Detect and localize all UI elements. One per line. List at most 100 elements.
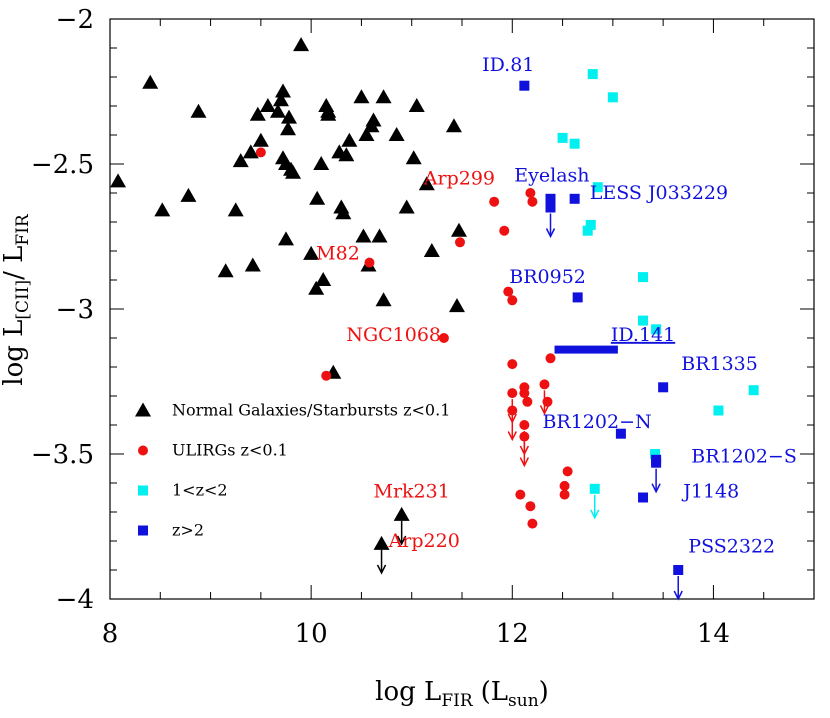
data-point <box>252 132 269 147</box>
data-point <box>398 199 415 214</box>
data-point <box>405 150 422 165</box>
annotation-label: NGC1068 <box>346 324 441 346</box>
data-point <box>569 193 580 204</box>
upper-limit-arrowhead <box>507 431 517 442</box>
legend-label: Normal Galaxies/Starbursts z<0.1 <box>172 401 450 420</box>
data-point <box>309 190 326 205</box>
data-point <box>582 225 593 236</box>
annotation-label: PSS2322 <box>688 536 775 558</box>
data-point <box>519 80 530 91</box>
upper-limit-arrowhead <box>539 405 550 416</box>
data-point <box>423 243 440 257</box>
y-axis-label: log L[CII]/ LFIR <box>0 213 33 386</box>
annotation-label: BR1202−S <box>691 446 797 468</box>
data-point <box>375 89 392 104</box>
data-point <box>303 245 320 260</box>
y-tick-label: −3.5 <box>31 440 94 470</box>
legend-marker <box>138 485 148 496</box>
annotation-label: BR1202−N <box>542 411 651 433</box>
data-point <box>355 228 372 243</box>
upper-limit-arrowhead <box>545 228 556 239</box>
data-point <box>365 112 382 127</box>
data-point <box>748 385 759 396</box>
upper-limit-point <box>673 565 684 575</box>
x-axis-label: log LFIR(Lsun) <box>375 677 549 711</box>
data-point <box>572 292 583 303</box>
data-point <box>358 127 375 141</box>
upper-limit-point <box>545 202 556 213</box>
data-point <box>321 370 332 381</box>
upper-limit-point <box>507 388 518 399</box>
annotation-label: Arp220 <box>388 530 460 552</box>
data-point <box>448 298 465 313</box>
data-point <box>638 492 649 503</box>
data-point <box>320 103 337 118</box>
data-point <box>274 83 291 98</box>
data-point <box>388 127 405 141</box>
data-point <box>527 196 538 207</box>
upper-limit-arrowhead <box>376 564 387 575</box>
upper-limit-point <box>507 405 518 416</box>
y-axis-label-sub2: FIR <box>13 213 33 246</box>
data-point <box>545 353 556 364</box>
data-point <box>638 315 649 326</box>
data-point <box>522 396 533 407</box>
data-point <box>272 92 289 107</box>
data-point <box>232 153 249 168</box>
data-point <box>353 89 370 104</box>
legend-label: ULIRGs z<0.1 <box>172 441 288 460</box>
data-point <box>651 324 662 335</box>
data-point <box>418 176 435 191</box>
upper-limit-arrowhead <box>651 483 661 494</box>
legend-marker <box>138 525 148 536</box>
y-tick-label: −3 <box>56 295 94 325</box>
data-point <box>280 121 297 136</box>
data-point <box>371 228 388 243</box>
upper-limit-point <box>539 379 550 390</box>
y-tick-label: −2.5 <box>31 150 94 180</box>
legend-marker <box>138 445 148 456</box>
y-axis-label-main: log L <box>0 320 29 386</box>
data-point <box>255 147 266 158</box>
annotation-label: Mrk231 <box>373 481 449 503</box>
axis-ticks <box>109 18 815 600</box>
upper-limit-arrowhead <box>590 509 600 520</box>
data-point <box>308 280 325 295</box>
data-point <box>525 188 536 198</box>
data-point <box>557 132 568 143</box>
data-point <box>545 193 556 204</box>
upper-limit-arrowhead <box>396 535 407 546</box>
y-tick-label: −4 <box>56 585 94 615</box>
data-point <box>341 132 358 147</box>
upper-limit-point <box>651 457 662 468</box>
data-point <box>507 359 518 370</box>
data-point <box>615 428 626 439</box>
data-point <box>507 295 518 306</box>
data-point <box>190 103 207 118</box>
data-point <box>559 480 570 491</box>
data-point <box>110 173 127 188</box>
annotation-label: ID.81 <box>482 54 534 76</box>
data-point <box>450 222 467 237</box>
data-point <box>587 69 598 80</box>
data-point <box>503 286 514 297</box>
annotation-label: M82 <box>316 243 360 265</box>
data-point <box>658 382 669 393</box>
y-axis-label-mid: / L <box>0 246 29 280</box>
data-point <box>559 489 570 500</box>
data-point <box>338 147 355 162</box>
data-point <box>315 272 332 286</box>
data-point <box>180 187 197 202</box>
upper-limit-point <box>373 535 390 550</box>
data-point <box>489 196 500 207</box>
annotation-label: J1148 <box>681 481 739 503</box>
data-point <box>313 156 330 170</box>
legend-marker <box>135 402 151 417</box>
x-axis-label-sub: FIR <box>441 691 474 711</box>
data-point <box>281 109 298 124</box>
data-point <box>249 106 266 121</box>
x-axis-label-unit-sub: sun <box>508 691 539 711</box>
data-point <box>454 237 465 248</box>
data-point <box>293 37 310 52</box>
